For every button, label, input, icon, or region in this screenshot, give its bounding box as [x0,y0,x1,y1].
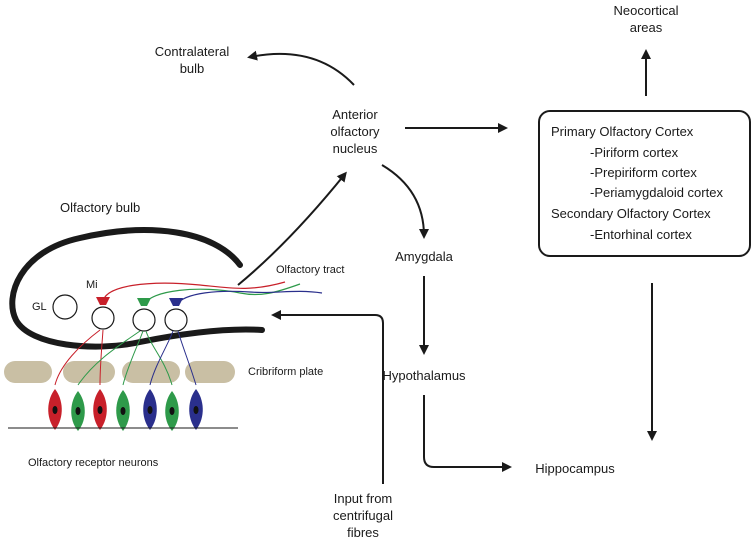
glomerulus-blue [164,308,188,332]
receptor-neurons [48,389,203,431]
arrow-centrifugal-input [271,310,384,484]
cribriform-plate [4,361,235,383]
mitral-axons [102,281,323,306]
glomerulus-red [91,306,115,330]
mitral-cells [96,297,183,306]
glomeruli [52,294,188,332]
primary-cortex-heading: Primary Olfactory Cortex [551,124,694,139]
receptor-neurons-label: Olfactory receptor neurons [28,457,159,469]
olfactory-cortex-box: Primary Olfactory Cortex -Piriform corte… [538,110,751,257]
cribriform-plate-label: Cribriform plate [248,366,324,378]
red-axon [102,281,286,304]
mitral-cell-red [96,297,110,305]
secondary-cortex-heading: Secondary Olfactory Cortex [551,206,711,221]
cortex-item: -Periamygdaloid cortex [590,185,723,200]
glomerulus-label: GL [32,301,47,313]
glomerulus-green [132,308,156,332]
cortex-item: -Prepiriform cortex [590,165,697,180]
glomerulus-gl [52,294,78,320]
arrow-to-hippocampus [423,395,512,472]
pathway-arrows [237,49,657,484]
olfactory-tract-label: Olfactory tract [276,264,345,276]
green-axon [143,283,301,306]
hypothalamus-label: Hypothalamus [382,368,466,383]
olfactory-bulb-label: Olfactory bulb [60,200,141,215]
arrow-to-amygdala [381,164,429,239]
receptor-axons [54,329,197,386]
amygdala-label: Amygdala [395,249,453,264]
blue-axon [175,290,323,306]
cortex-item: -Entorhinal cortex [590,227,692,242]
mitral-cell-label: Mi [86,279,98,291]
arrow-bulb-to-nucleus [237,171,347,286]
hippocampus-label: Hippocampus [535,461,615,476]
mitral-cell-green [137,298,151,306]
cortex-item: -Piriform cortex [590,145,679,160]
arrow-to-contralateral [247,50,355,86]
mitral-cell-blue [169,298,183,306]
